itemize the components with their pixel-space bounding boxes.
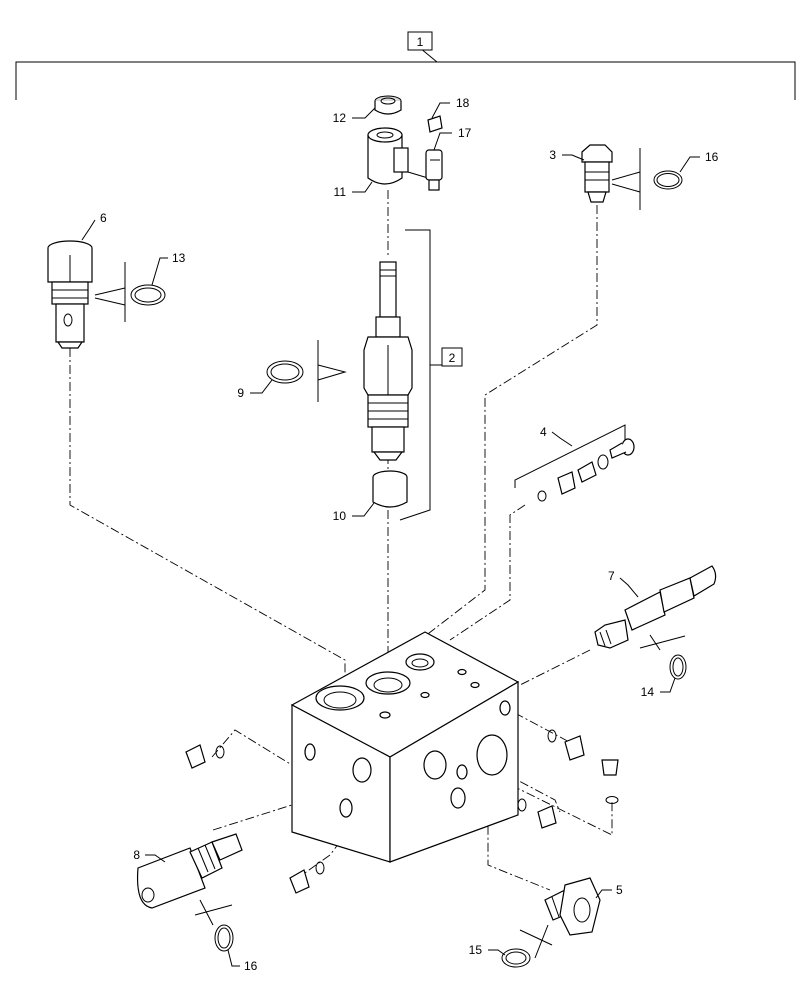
part-17-connector: [425, 149, 443, 191]
part-9-oring: [266, 340, 347, 402]
part-14-oring: [639, 634, 687, 680]
callout-8: 8: [133, 848, 140, 862]
callout-12: 12: [333, 111, 347, 125]
callout-4: 4: [540, 425, 547, 439]
callouts: 12 11 18 17 3 16 6 13 9 10 4 7 14 8 16 5: [81, 96, 719, 973]
callout-16-bottom: 16: [244, 959, 258, 973]
manifold-block: [290, 631, 520, 863]
part-3-plug: [581, 144, 613, 203]
callout-15: 15: [469, 943, 483, 957]
callout-17: 17: [458, 126, 472, 140]
part-11-coil: [367, 127, 429, 185]
part-2-valve-cartridge: 2: [363, 229, 463, 521]
part-15-oring: [501, 924, 553, 968]
callout-3: 3: [549, 148, 556, 162]
part-13-oring: [94, 262, 166, 322]
callout-16-top: 16: [705, 150, 719, 164]
assembly-bracket: 1: [15, 31, 796, 100]
callout-9: 9: [237, 386, 244, 400]
part-16-oring-top: [611, 148, 683, 210]
cartridge-label: 2: [449, 351, 456, 365]
callout-13: 13: [172, 251, 186, 265]
part-10-sleeve: [372, 470, 408, 508]
callout-6: 6: [100, 211, 107, 225]
callout-18: 18: [456, 96, 470, 110]
part-4-check-kit: [514, 424, 635, 502]
callout-14: 14: [641, 685, 655, 699]
part-18-clip: [427, 115, 443, 133]
part-5-fitting: [544, 877, 601, 936]
part-16-oring-bottom: [194, 899, 234, 952]
assembly-label: 1: [417, 35, 424, 49]
callout-7: 7: [608, 569, 615, 583]
part-8-relief-valve: [136, 833, 243, 909]
callout-11: 11: [334, 185, 347, 199]
small-plugs: [185, 729, 619, 894]
callout-10: 10: [333, 509, 347, 523]
part-6-cartridge: [47, 240, 93, 349]
part-12-seal: [374, 95, 402, 115]
part-7-sender: [594, 565, 717, 649]
callout-5: 5: [616, 883, 623, 897]
